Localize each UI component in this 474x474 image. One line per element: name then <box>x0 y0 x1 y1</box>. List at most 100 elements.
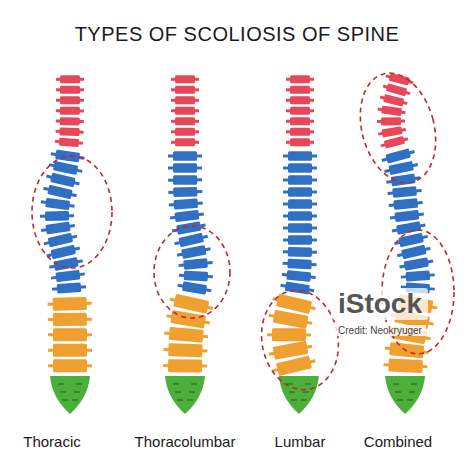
cervical-vertebra <box>171 75 199 83</box>
sacral-mark <box>395 391 401 393</box>
vertebra-body <box>285 281 310 294</box>
thoracic-vertebra <box>384 160 419 176</box>
vertebra-body <box>288 223 312 233</box>
spine-caption: Combined <box>364 433 432 450</box>
vertebra-body <box>392 186 417 198</box>
vertebra-body <box>174 210 199 222</box>
lumbar-vertebra <box>48 328 92 341</box>
spine-caption: Lumbar <box>275 433 326 450</box>
vertebra-body <box>174 199 199 210</box>
sacral-mark <box>289 391 295 393</box>
cervical-vertebra <box>286 107 314 115</box>
lumbar-vertebra <box>165 309 211 329</box>
vertebra-body <box>288 199 312 209</box>
vertebra-body <box>276 356 312 376</box>
vertebra-body <box>53 161 78 175</box>
vertebra-body <box>55 270 80 282</box>
vertebra-body <box>60 86 80 94</box>
thoracic-vertebra <box>283 199 317 209</box>
vertebra-body <box>175 86 195 94</box>
sacral-mark <box>72 399 78 401</box>
sacrum <box>279 376 319 414</box>
sacrum <box>385 376 425 414</box>
lumbar-vertebra <box>267 328 311 341</box>
vertebra-body <box>273 341 309 360</box>
thoracic-vertebra <box>283 223 317 233</box>
thoracic-vertebra <box>52 282 87 294</box>
lumbar-vertebra <box>48 359 92 372</box>
vertebra-body <box>290 75 310 83</box>
vertebra-body <box>173 187 197 197</box>
vertebra-body <box>273 310 309 329</box>
thoracic-vertebra <box>401 270 436 282</box>
lumbar-vertebra <box>163 343 207 357</box>
vertebra-body <box>45 211 69 221</box>
spine-caption: Thoracolumbar <box>135 433 236 450</box>
thoracic-vertebra <box>40 197 75 211</box>
thoracic-vertebra <box>283 235 317 245</box>
vertebra-body <box>394 210 419 222</box>
thoracic-vertebra <box>50 269 85 283</box>
lumbar-vertebra <box>383 358 428 373</box>
spines <box>40 72 439 414</box>
sacral-mark <box>62 399 68 401</box>
thoracic-vertebra <box>283 163 317 173</box>
vertebra-body <box>290 86 310 94</box>
vertebra-body <box>383 94 404 107</box>
vertebra-body <box>168 343 202 357</box>
vertebra-body <box>386 83 407 96</box>
vertebra-body <box>288 247 312 257</box>
thoracic-vertebra <box>168 187 202 197</box>
thoracic-vertebra <box>168 163 202 173</box>
thoracic-vertebra <box>168 175 202 185</box>
vertebra-body <box>406 270 431 281</box>
dashed-ellipse <box>349 65 448 192</box>
vertebra-body <box>276 294 312 314</box>
cervical-vertebra <box>171 117 199 125</box>
watermark-credit: Credit: Neokryuger <box>334 325 426 336</box>
thoracic-vertebra <box>283 151 317 161</box>
cervical-vertebra <box>379 93 408 107</box>
vertebra-body <box>175 107 195 115</box>
vertebra-body <box>381 105 402 116</box>
vertebra-body <box>288 175 312 185</box>
vertebra-body <box>288 211 312 221</box>
vertebra-body <box>404 257 429 271</box>
thoracic-vertebra <box>48 256 83 272</box>
vertebra-body <box>50 173 76 188</box>
dashed-ellipse <box>32 156 112 268</box>
cervical-vertebra <box>171 86 199 94</box>
vertebra-body <box>290 128 310 136</box>
sacral-mark <box>177 399 183 401</box>
sacral-mark <box>305 383 311 385</box>
cervical-vertebra <box>286 96 314 104</box>
vertebra-body <box>183 258 208 270</box>
thoracic-vertebra <box>282 259 316 270</box>
cervical-vertebra <box>55 127 83 136</box>
vertebra-body <box>290 138 310 146</box>
thoracic-vertebra <box>178 258 213 271</box>
cervical-vertebra <box>378 126 407 139</box>
thoracic-vertebra <box>281 270 316 282</box>
cervical-vertebra <box>286 138 314 146</box>
cervical-vertebra <box>171 96 199 104</box>
vertebra-body <box>53 344 87 357</box>
vertebra-body <box>55 150 80 163</box>
vertebra-body <box>290 96 310 104</box>
watermark: iStock <box>332 288 428 320</box>
vertebra-body <box>175 117 195 125</box>
vertebra-body <box>184 271 208 282</box>
sacral-mark <box>189 391 195 393</box>
vertebra-body <box>290 117 310 125</box>
sacral-mark <box>76 383 82 385</box>
vertebra-body <box>182 281 207 294</box>
thoracic-vertebra <box>399 256 434 271</box>
vertebra-body <box>288 187 312 197</box>
cervical-vertebra <box>55 137 83 147</box>
vertebra-body <box>60 117 80 125</box>
thoracic-vertebra <box>283 187 317 197</box>
vertebra-body <box>175 128 195 136</box>
thoracic-vertebra <box>389 209 424 223</box>
vertebra-body <box>288 163 312 173</box>
